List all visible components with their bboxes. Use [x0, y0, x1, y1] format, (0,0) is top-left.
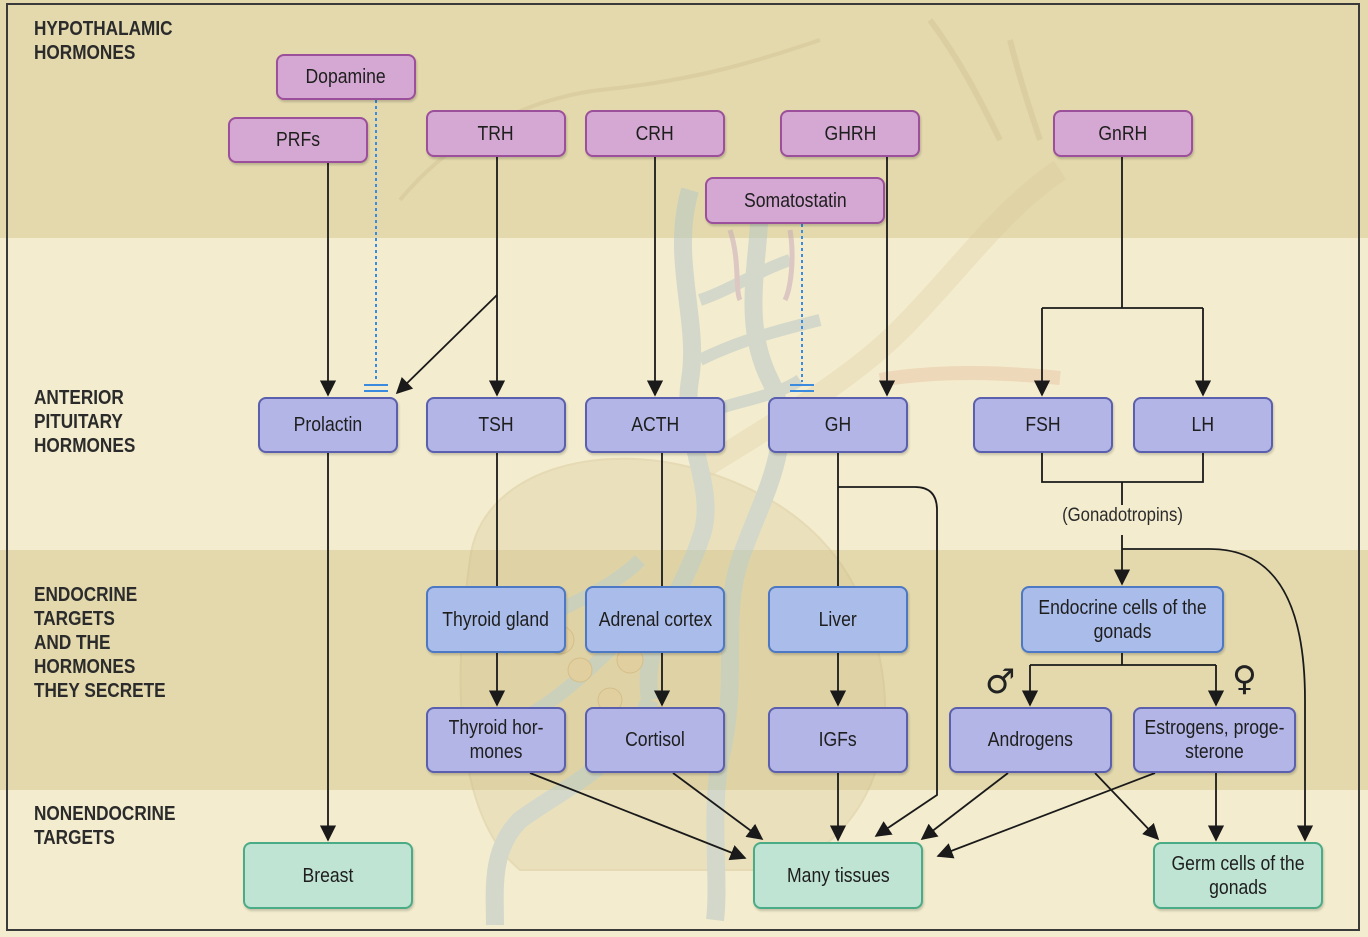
node-gh: GH	[768, 397, 908, 453]
arrow-estrogens-many	[936, 772, 1156, 859]
arrow-androgens-many	[920, 772, 1009, 840]
node-thyroid-gland: Thyroid gland	[426, 586, 566, 653]
node-many-tissues: Many tissues	[753, 842, 923, 909]
node-liver: Liver	[768, 586, 908, 653]
label-endocrine-targets: ENDOCRINE TARGETS AND THE HORMONES THEY …	[34, 584, 166, 702]
node-cortisol: Cortisol	[585, 707, 725, 773]
diagram-frame	[6, 3, 1360, 931]
node-fsh: FSH	[973, 397, 1113, 453]
label-anterior-pituitary: ANTERIOR PITUITARY HORMONES	[34, 387, 136, 457]
node-adrenal-cortex: Adrenal cortex	[585, 586, 725, 653]
arrow-thyroidhorm-many	[529, 772, 747, 861]
inhibit-bar-gh	[790, 384, 814, 392]
male-symbol-icon: ♂	[985, 662, 1016, 702]
node-dopamine: Dopamine	[276, 54, 416, 100]
node-prfs: PRFs	[228, 117, 368, 163]
node-igfs: IGFs	[768, 707, 908, 773]
node-prolactin: Prolactin	[258, 397, 398, 453]
arrow-gonadotropins-germ	[1122, 548, 1314, 842]
node-androgens: Androgens	[949, 707, 1112, 773]
line-gnrh-split	[1042, 157, 1203, 309]
node-lh: LH	[1133, 397, 1273, 453]
inhibit-bar-prolactin	[364, 384, 388, 392]
node-ghrh: GHRH	[780, 110, 920, 157]
node-somatostatin: Somatostatin	[705, 177, 885, 224]
node-trh: TRH	[426, 110, 566, 157]
node-tsh: TSH	[426, 397, 566, 453]
node-estrogens: Estrogens, proge- sterone	[1133, 707, 1296, 773]
node-endocrine-gonads: Endocrine cells of the gonads	[1021, 586, 1224, 653]
arrow-androgens-germ	[1094, 772, 1160, 841]
arrow-gh-many	[838, 486, 938, 837]
female-symbol-icon: ♀	[1232, 659, 1257, 699]
gonadotropins-label: (Gonadotropins)	[1062, 505, 1183, 526]
node-breast: Breast	[243, 842, 413, 909]
arrow-cortisol-many	[672, 772, 764, 840]
label-hypothalamic: HYPOTHALAMIC HORMONES	[34, 18, 173, 64]
label-nonendocrine-targets: NONENDOCRINE TARGETS	[34, 803, 176, 849]
node-gnrh: GnRH	[1053, 110, 1193, 157]
line-gonads-split	[1030, 653, 1216, 666]
node-thyroid-hormones: Thyroid hor- mones	[426, 707, 566, 773]
nonendocrine-band	[0, 790, 1368, 937]
node-crh: CRH	[585, 110, 725, 157]
line-fsh-lh-join	[1041, 453, 1204, 505]
arrow-trh-prolactin	[395, 294, 498, 395]
node-germ-cells: Germ cells of the gonads	[1153, 842, 1323, 909]
node-acth: ACTH	[585, 397, 725, 453]
